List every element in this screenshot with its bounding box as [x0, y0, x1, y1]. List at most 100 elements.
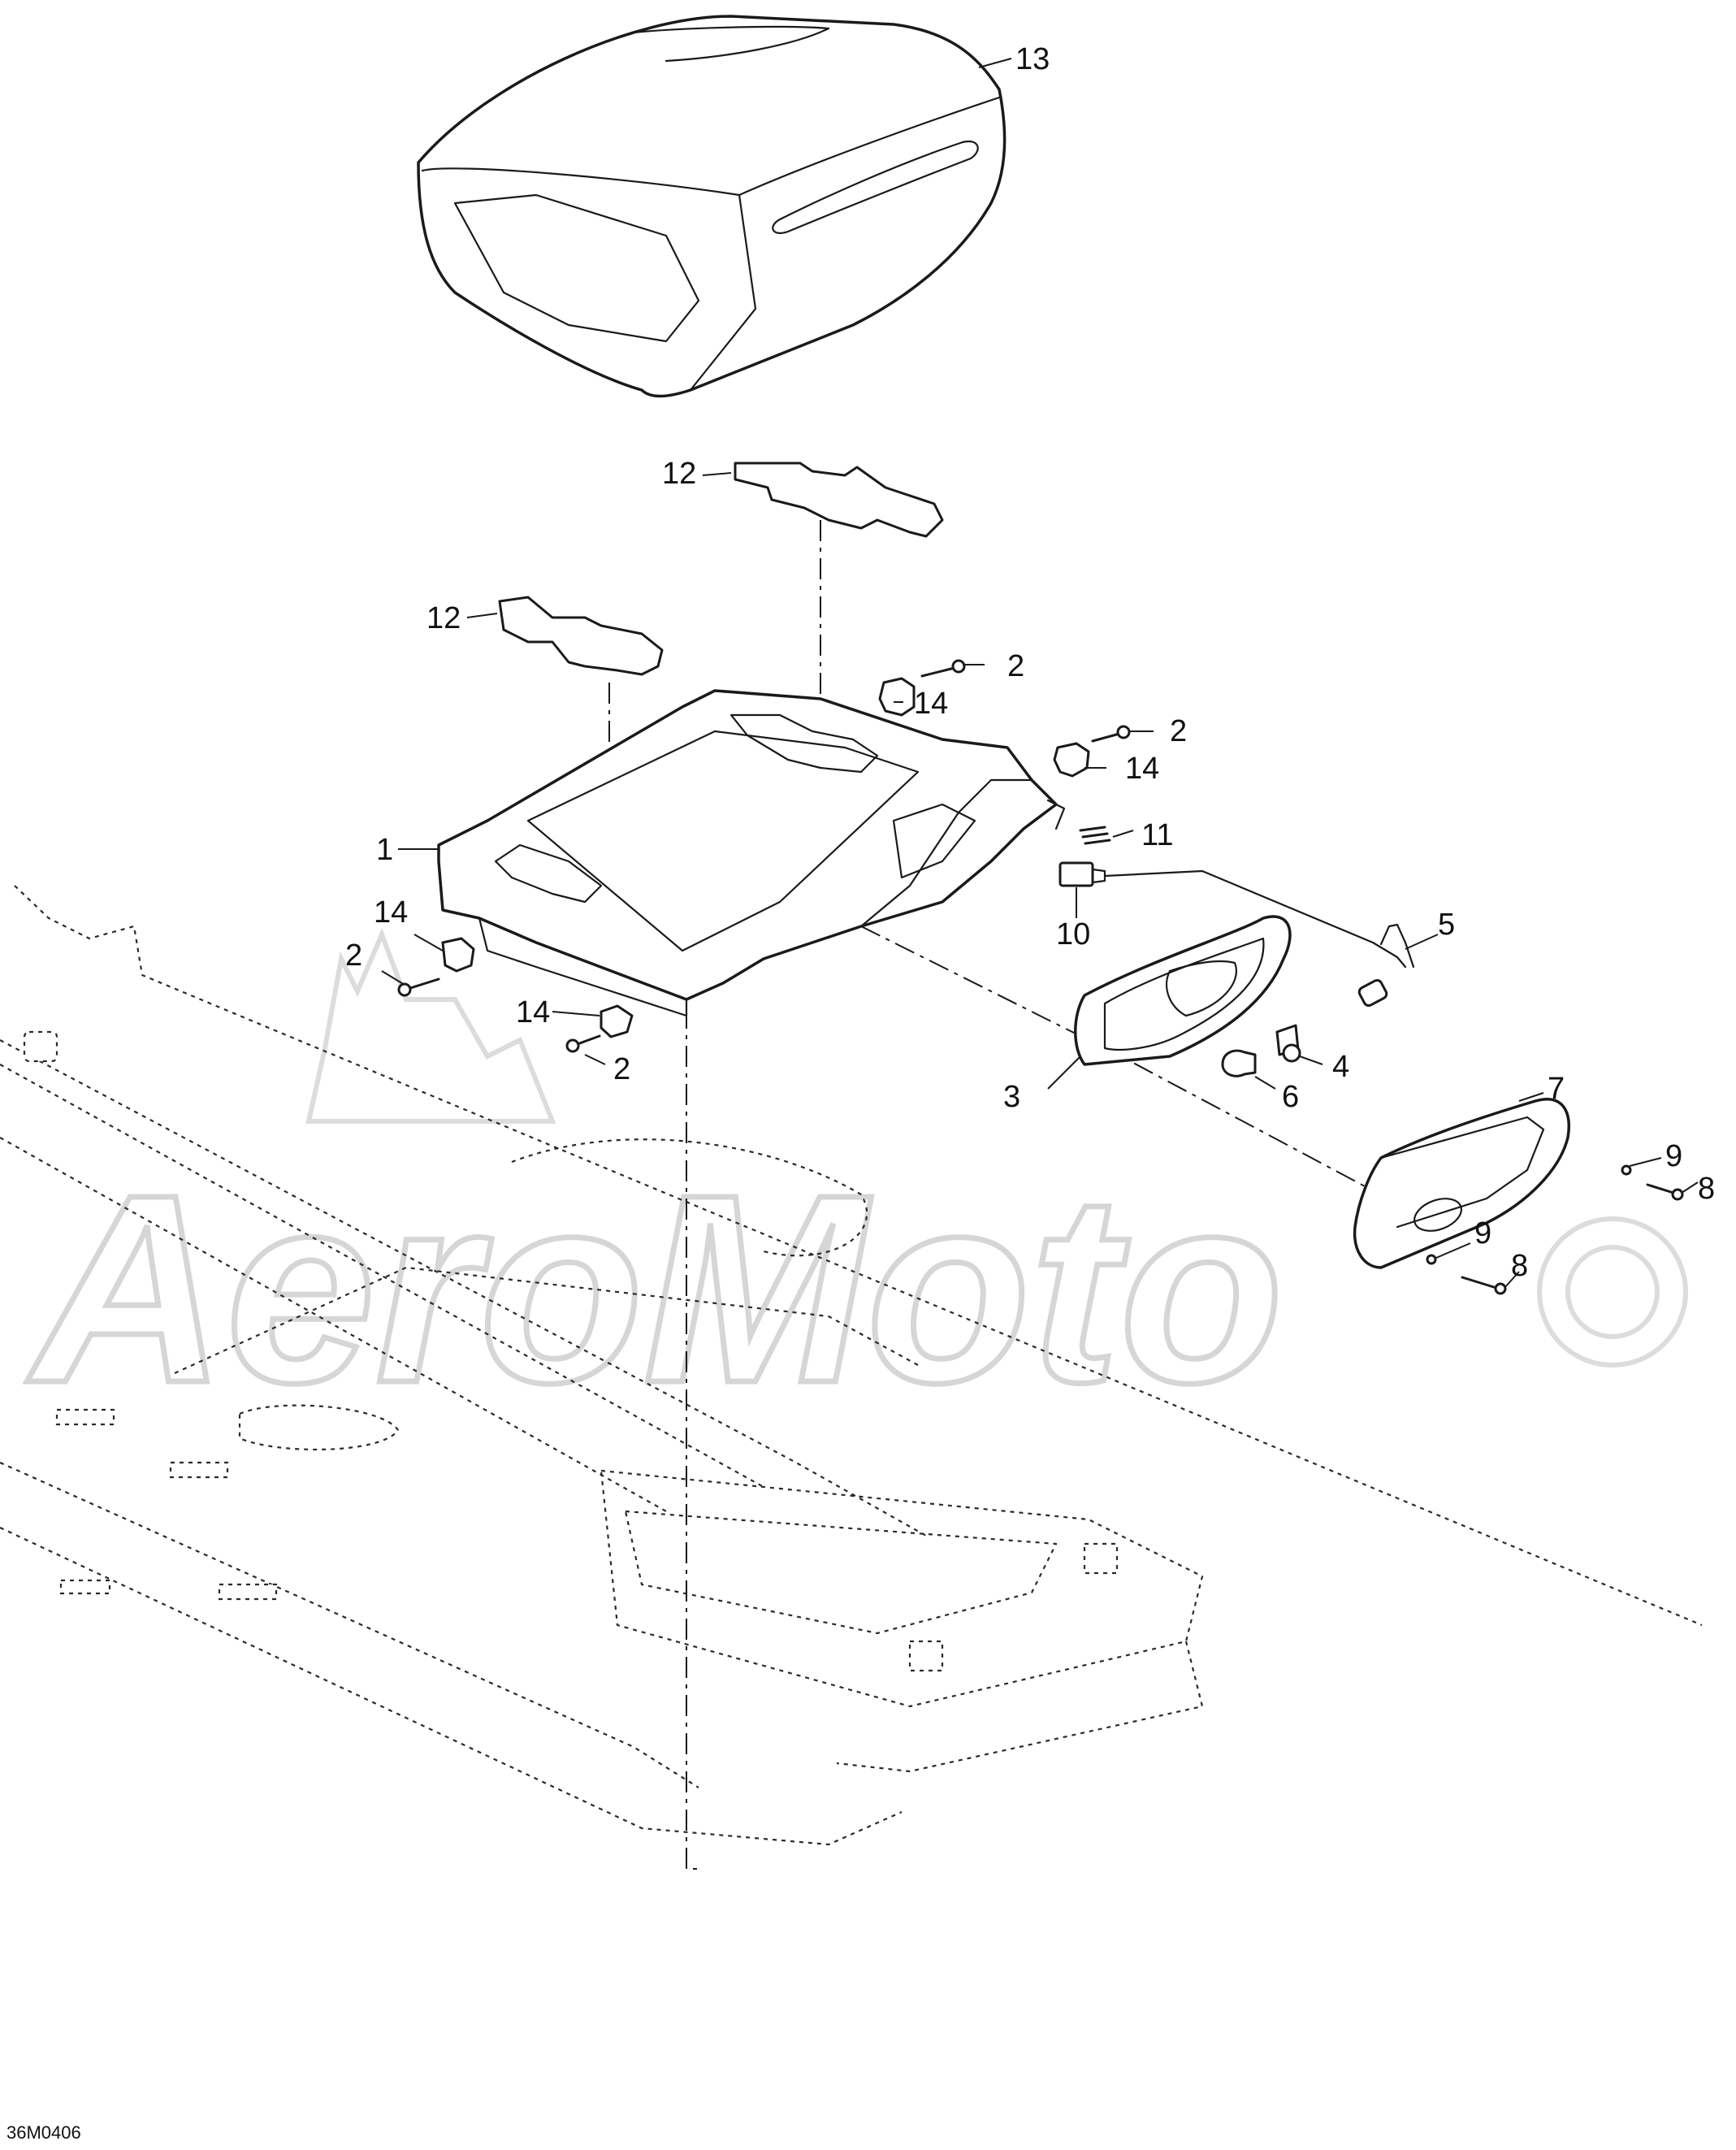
taillight-lens-facet — [1379, 1116, 1545, 1229]
frame-floor-edge — [0, 1527, 903, 1846]
leader-9a — [1629, 1157, 1662, 1167]
seat-base-top-surface — [526, 730, 920, 952]
lens-fasteners — [1426, 1164, 1684, 1295]
leader-14c — [413, 934, 444, 951]
washer-lower — [1426, 1254, 1437, 1265]
terminal-2 — [1081, 832, 1109, 839]
frame-rail-lower — [0, 1064, 764, 1488]
screw-front-left-head — [397, 982, 412, 997]
watermark-castle-silhouette — [305, 927, 556, 1124]
leader-2c — [381, 970, 405, 986]
callout-11: 11 — [1141, 818, 1173, 852]
taillight-lens-outline — [1353, 1098, 1570, 1269]
connector-body — [1058, 861, 1094, 887]
leader-lines — [381, 58, 1699, 1289]
leader-13 — [978, 58, 1012, 68]
seat-outline — [417, 15, 1007, 398]
callout-2-rear-right: 2 — [1170, 714, 1187, 748]
bulb-socket — [1275, 1024, 1301, 1063]
assembly-centerlines — [608, 520, 1366, 1870]
callout-6: 6 — [1282, 1080, 1299, 1114]
latch-rear-right — [1053, 742, 1090, 778]
callout-14-rear-right: 14 — [1125, 752, 1159, 786]
seat-base-recess-rear — [729, 713, 879, 774]
document-reference: 36M0406 — [6, 2122, 81, 2143]
taillight-lens-bulb-window — [1413, 1198, 1462, 1232]
seat-latches — [441, 677, 1090, 1038]
latch-front-right — [600, 1004, 634, 1038]
bulb-glass — [1221, 1049, 1257, 1077]
callout-13: 13 — [1015, 42, 1050, 76]
connector — [1058, 861, 1106, 887]
frame-rail-inner — [0, 1137, 667, 1512]
callout-8-lower: 8 — [1511, 1249, 1528, 1283]
screws — [397, 659, 1131, 1053]
taillight-housing-outline — [1074, 915, 1292, 1066]
leader-6 — [1254, 1076, 1276, 1090]
screw-front-right-head — [565, 1038, 580, 1053]
screw-front-left-shank — [406, 977, 440, 990]
foam-pad-front — [498, 596, 664, 676]
leader-8a — [1681, 1181, 1699, 1194]
frame-cross-brace — [174, 1266, 919, 1375]
leader-12a — [702, 472, 732, 476]
frame-rear-bumper — [836, 1641, 1204, 1773]
callout-12-rear: 12 — [662, 457, 696, 491]
leader-12b — [466, 613, 498, 618]
leader-5 — [1405, 934, 1439, 950]
centerline-latch-front — [686, 1008, 699, 1870]
taillight-lens — [1353, 1098, 1570, 1269]
terminals — [1079, 826, 1111, 845]
seat-base-front-lip — [478, 917, 688, 1017]
harness-sleeve — [1357, 978, 1388, 1008]
callout-5: 5 — [1438, 908, 1455, 942]
callout-2-front-left: 2 — [345, 938, 362, 973]
callout-14-front-right: 14 — [516, 995, 550, 1029]
harness-wire-bend — [1379, 923, 1415, 969]
watermark-text: AeroMoto — [24, 1138, 1284, 1438]
centerline-taillight — [860, 925, 1366, 1187]
callout-14-front-left: 14 — [374, 895, 408, 930]
screw-rear-right-head — [1116, 725, 1131, 739]
frame-rear-loop — [511, 1138, 868, 1257]
chassis-frame — [0, 885, 1703, 1846]
harness-wire — [1103, 869, 1407, 969]
frame-cutout-2 — [908, 1640, 944, 1672]
seat-base-recess-front — [494, 843, 603, 904]
taillight-housing-reflector — [1103, 937, 1265, 1051]
callout-14-rear-left: 14 — [914, 687, 948, 721]
leader-14d — [552, 1011, 600, 1016]
washer-upper — [1621, 1164, 1632, 1176]
seat-grab-handle — [772, 140, 979, 234]
seat-base — [437, 689, 1066, 1017]
latch-rear-left — [878, 677, 916, 717]
screw-lower-shank — [1461, 1276, 1498, 1290]
frame-bottom-edge — [0, 1461, 699, 1788]
foam-pad-front-shape — [498, 596, 664, 676]
seat — [417, 15, 1007, 398]
taillight-housing-bulb-cavity — [1166, 960, 1237, 1017]
bulb — [1221, 1049, 1257, 1077]
callout-4: 4 — [1332, 1050, 1349, 1084]
leader-4 — [1299, 1055, 1323, 1065]
bulb-socket-ring — [1282, 1043, 1301, 1063]
seat-crease — [689, 193, 757, 392]
leader-3 — [1047, 1055, 1081, 1090]
screw-lower-head — [1494, 1282, 1507, 1295]
foam-pad-rear-shape — [734, 462, 944, 538]
watermark-wheel-shape — [1537, 1216, 1688, 1368]
watermark: AeroMoto — [21, 927, 1688, 1441]
callout-1: 1 — [376, 833, 393, 867]
callout-9-lower: 9 — [1474, 1216, 1491, 1251]
leader-2d — [584, 1054, 606, 1065]
leader-7 — [1518, 1092, 1544, 1102]
callout-8-upper: 8 — [1698, 1172, 1715, 1206]
connector-tail — [1091, 868, 1106, 884]
frame-vent-1 — [55, 1408, 115, 1426]
frame-top-edge — [14, 885, 1703, 1627]
callout-2-front-right: 2 — [613, 1052, 630, 1086]
screw-rear-right-shank — [1091, 732, 1121, 743]
taillight-housing — [1074, 915, 1292, 1066]
seat-top-panel — [632, 25, 830, 63]
